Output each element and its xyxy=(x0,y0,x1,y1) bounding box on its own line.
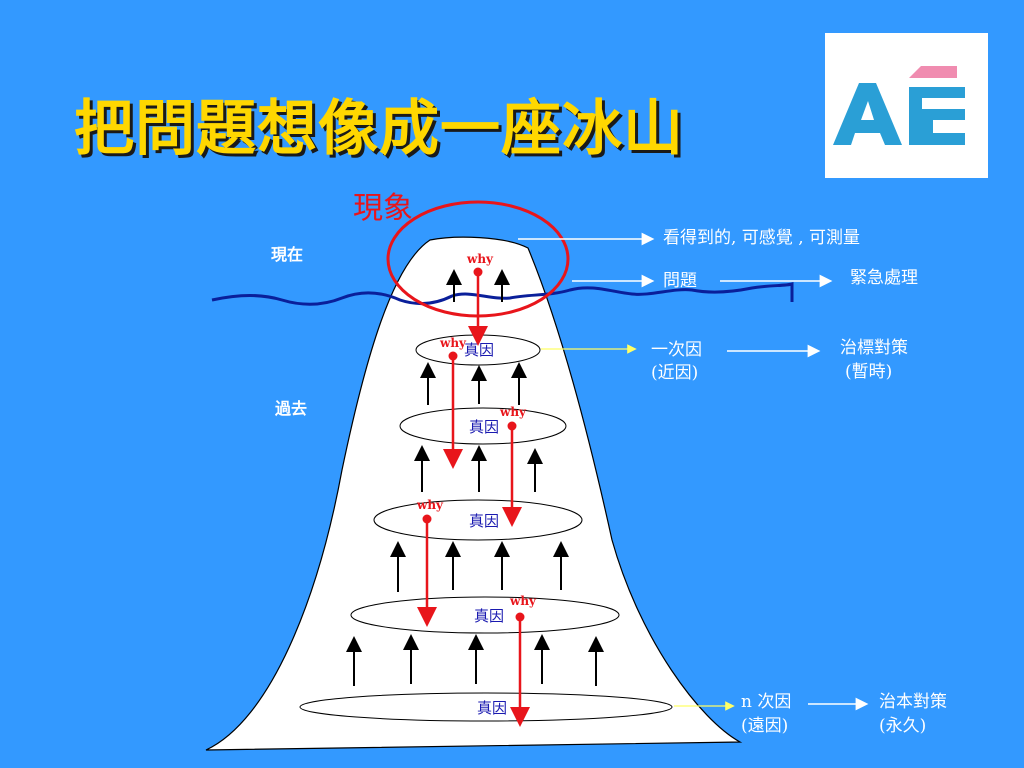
water-line xyxy=(211,282,794,306)
time-past-label: 過去 xyxy=(275,399,308,418)
n-cause-label: n 次因 xyxy=(741,692,792,712)
perm-fix-sub-label: (永久) xyxy=(879,716,927,736)
perm-fix-label: 治本對策 xyxy=(879,692,947,712)
problem-label: 問題 xyxy=(663,271,697,291)
cause-label-1: 真因 xyxy=(464,341,494,359)
temp-fix-sub-label: (暫時) xyxy=(845,362,893,382)
ag-logo xyxy=(825,33,988,178)
why-label-2: why xyxy=(439,336,467,350)
time-now-label: 現在 xyxy=(271,245,304,264)
cause-ellipse-2 xyxy=(399,407,567,445)
phenomenon-label: 現象 xyxy=(353,191,413,226)
why-label-4: why xyxy=(416,498,444,512)
first-cause-sub-label: (近因) xyxy=(651,363,699,383)
why-arrows xyxy=(417,272,530,727)
why-label-5: why xyxy=(509,594,537,608)
temp-fix-label: 治標對策 xyxy=(840,338,908,358)
why-label-3: why xyxy=(499,405,527,419)
connector-arrows-yellow xyxy=(541,344,735,711)
upward-arrows xyxy=(346,269,604,686)
cause-label-2: 真因 xyxy=(469,418,499,436)
visible-desc-label: 看得到的, 可感覺 , 可測量 xyxy=(663,228,861,248)
urgent-label: 緊急處理 xyxy=(850,268,918,288)
why-labels: why why why why why xyxy=(416,252,537,608)
why-dots xyxy=(422,267,525,622)
slide-title: 把問題想像成一座冰山 xyxy=(74,94,684,164)
cause-label-5: 真因 xyxy=(477,699,507,717)
cause-label-3: 真因 xyxy=(469,512,499,530)
cause-ellipse-5 xyxy=(299,692,673,722)
ag-logo-icon xyxy=(833,66,965,145)
first-cause-label: 一次因 xyxy=(651,340,702,360)
cause-label-4: 真因 xyxy=(474,607,504,625)
why-label-1: why xyxy=(466,252,494,266)
iceberg-shape xyxy=(205,236,743,751)
n-cause-sub-label: (遠因) xyxy=(741,716,789,736)
connector-arrows-white xyxy=(518,232,869,711)
